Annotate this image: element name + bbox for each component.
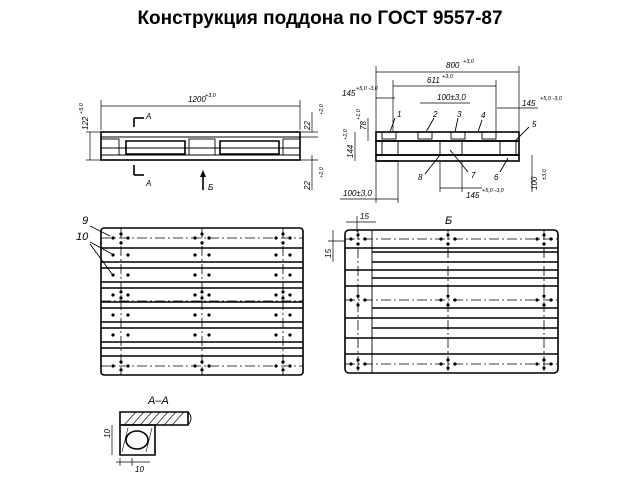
bottom-left-dim: 100±3,0 <box>343 189 372 198</box>
width-tol: +3,0 <box>463 59 475 65</box>
top-board-tol: +2,0 <box>319 103 325 115</box>
length-dim: 1200 <box>188 95 206 104</box>
end-view: 800 +3,0 611 +3,0 145 +5,0 -3,0 100±3,0 … <box>340 59 563 203</box>
bottom-right-dim: 100 <box>530 176 539 190</box>
width-dim: 800 <box>446 61 460 70</box>
h144-tol: +2,0 <box>343 128 349 140</box>
callout-7: 7 <box>471 171 476 180</box>
callout-6: 6 <box>494 173 499 182</box>
bottom-mid-dim: 145 <box>466 191 480 200</box>
callout-2: 2 <box>432 110 438 119</box>
callout-10: 10 <box>76 231 89 243</box>
right-dim: 145 <box>522 99 536 108</box>
callout-5: 5 <box>532 120 537 129</box>
callout-4: 4 <box>481 111 486 120</box>
h144-dim: 144 <box>346 144 355 158</box>
view-arrow-label: Б <box>208 183 213 192</box>
page-title: Конструкция поддона по ГОСТ 9557-87 <box>137 8 503 29</box>
dim-10-bottom: 10 <box>135 465 144 474</box>
section-label-bottom: A <box>145 179 151 188</box>
view-b: Б 15 15 <box>324 212 559 374</box>
view-b-label: Б <box>445 215 452 227</box>
inner-dim: 611 <box>427 76 440 85</box>
callout-3: 3 <box>457 110 462 119</box>
plan-view: 9 10 <box>76 215 304 376</box>
length-tol: +3,0 <box>205 93 217 99</box>
height-dim: 122 <box>81 116 90 130</box>
section-label-top: A <box>145 112 151 121</box>
callout-1: 1 <box>397 110 401 119</box>
left-tol: +5,0 -3,0 <box>356 86 379 92</box>
height-tol: +5,0 <box>79 102 85 114</box>
bottom-right-tol: ±3,0 <box>542 168 548 180</box>
section-aa-label: А–А <box>147 395 169 407</box>
h78-dim: 78 <box>359 121 368 130</box>
right-tol: +5,0 -3,0 <box>540 96 563 102</box>
left-dim: 145 <box>342 89 356 98</box>
callout-9: 9 <box>82 215 88 227</box>
h78-tol: +1,0 <box>356 108 362 120</box>
mid-dim: 100±3,0 <box>437 93 466 102</box>
bottom-mid-tol: +5,0 -3,0 <box>482 188 505 194</box>
side-view: 1200 +3,0 122 +5,0 A A Б 22 <box>79 93 325 192</box>
top-board-dim: 22 <box>303 121 312 131</box>
bottom-board-tol: +2,0 <box>319 166 325 178</box>
inner-tol: +3,0 <box>442 74 454 80</box>
section-aa: А–А 10 10 <box>103 395 192 474</box>
bottom-board-dim: 22 <box>303 181 312 191</box>
dim-10-side: 10 <box>103 429 112 438</box>
dim-15-top: 15 <box>360 212 369 221</box>
dim-15-side: 15 <box>324 249 333 258</box>
callout-8: 8 <box>418 173 423 182</box>
